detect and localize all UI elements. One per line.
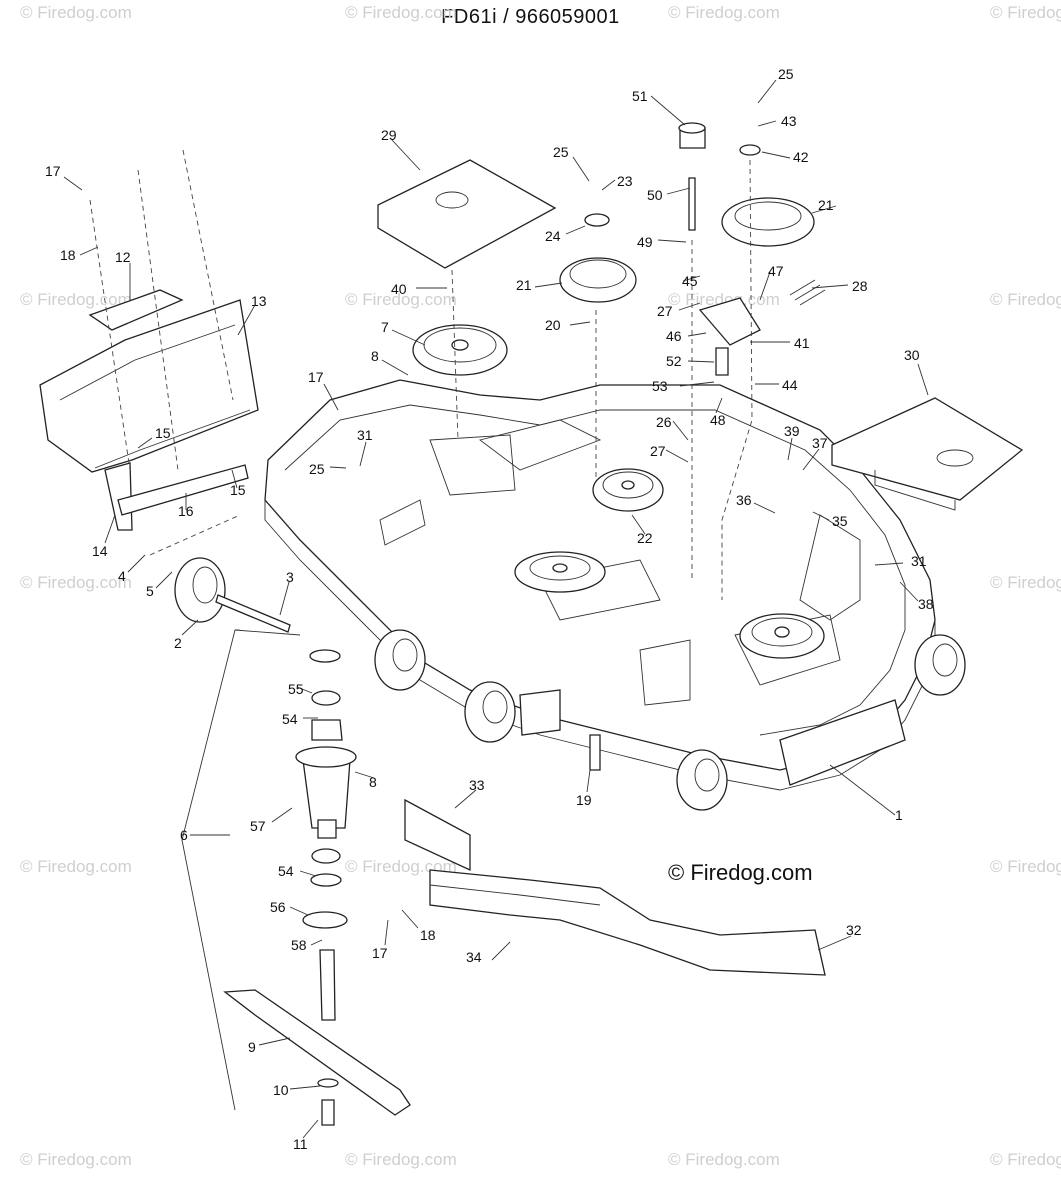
callout-label: 15 — [230, 482, 246, 498]
callout-label: 36 — [736, 492, 752, 508]
watermark: © Firedog.com — [668, 1150, 780, 1169]
watermark: © Firedog.com — [990, 290, 1061, 309]
watermark: © Firedog.com — [345, 1150, 457, 1169]
callout-label: 19 — [576, 792, 592, 808]
callout-label: 49 — [637, 234, 653, 250]
callout-label: 37 — [812, 435, 828, 451]
callout-label: 35 — [832, 513, 848, 529]
callout-label: 41 — [794, 335, 810, 351]
callout-label: 5 — [146, 583, 154, 599]
callout-label: 51 — [632, 88, 648, 104]
callout-label: 4 — [118, 568, 126, 584]
callout-label: 52 — [666, 353, 682, 369]
callout-label: 9 — [248, 1039, 256, 1055]
callout-label: 11 — [293, 1136, 308, 1152]
watermark: © Firedog.com — [668, 3, 780, 22]
callout-label: 13 — [251, 293, 267, 309]
diagram-title: FD61i / 966059001 — [441, 6, 620, 28]
callout-label: 50 — [647, 187, 663, 203]
watermark: © Firedog.com — [345, 857, 457, 876]
callout-label: 18 — [60, 247, 76, 263]
callout-label: 58 — [291, 937, 307, 953]
callout-label: 38 — [918, 596, 934, 612]
callout-label: 10 — [273, 1082, 289, 1098]
callout-label: 2 — [174, 635, 182, 651]
watermark: © Firedog.com — [345, 3, 457, 22]
belt-covers — [377, 159, 1024, 511]
callout-label: 14 — [92, 543, 108, 559]
watermark: © Firedog.com — [990, 573, 1061, 592]
callout-label: 17 — [45, 163, 61, 179]
callout-label: 18 — [420, 927, 436, 943]
callout-label: 25 — [778, 66, 794, 82]
axle-bolt — [215, 594, 291, 633]
callout-label: 30 — [904, 347, 920, 363]
spindle-assembly — [223, 649, 411, 1126]
callout-label: 42 — [793, 149, 809, 165]
callout-label: 26 — [656, 414, 672, 430]
callout-label: 28 — [852, 278, 868, 294]
watermark: © Firedog.com — [20, 1150, 132, 1169]
callout-label: 27 — [657, 303, 673, 319]
callout-label: 55 — [288, 681, 304, 697]
callout-label: 57 — [250, 818, 266, 834]
callout-label: 6 — [180, 827, 188, 843]
watermark: © Firedog.com — [20, 3, 132, 22]
callout-label: 22 — [637, 530, 653, 546]
callout-label: 12 — [115, 249, 131, 265]
deck-pulleys — [412, 324, 825, 659]
callout-labels: 1 2 3 4 5 6 7 8 8 9 10 11 12 13 14 15 15… — [45, 66, 934, 1152]
idler-arm-assembly — [559, 122, 826, 376]
callout-label: 47 — [768, 263, 784, 279]
deck-wheels — [174, 557, 966, 811]
callout-label: 46 — [666, 328, 682, 344]
watermark: © Firedog.com — [990, 857, 1061, 876]
discharge-chute — [39, 289, 259, 531]
callout-label: 17 — [372, 945, 388, 961]
leader-lines — [63, 79, 929, 1139]
callout-label: 1 — [895, 807, 903, 823]
front-baffle — [404, 798, 826, 976]
callout-label: 48 — [710, 412, 726, 428]
callout-label: 8 — [369, 774, 377, 790]
callout-label: 54 — [278, 863, 294, 879]
callout-label: 31 — [357, 427, 373, 443]
callout-label: 16 — [178, 503, 194, 519]
watermark: © Firedog.com — [20, 857, 132, 876]
brand-watermark: © Firedog.com — [668, 860, 813, 885]
callout-label: 23 — [617, 173, 633, 189]
callout-label: 56 — [270, 899, 286, 915]
watermark: © Firedog.com — [990, 3, 1061, 22]
callout-label: 21 — [516, 277, 532, 293]
callout-label: 7 — [381, 319, 389, 335]
assembly-lines — [89, 149, 753, 1111]
callout-label: 34 — [466, 949, 482, 965]
callout-label: 31 — [911, 553, 927, 569]
callout-label: 27 — [650, 443, 666, 459]
callout-label: 54 — [282, 711, 298, 727]
watermark: © Firedog.com — [990, 1150, 1061, 1169]
callout-label: 33 — [469, 777, 485, 793]
callout-label: 17 — [308, 369, 324, 385]
callout-label: 8 — [371, 348, 379, 364]
callout-label: 29 — [381, 127, 397, 143]
callout-label: 25 — [309, 461, 325, 477]
callout-label: 45 — [682, 273, 698, 289]
callout-label: 3 — [286, 569, 294, 585]
callout-label: 39 — [784, 423, 800, 439]
callout-label: 21 — [818, 197, 834, 213]
watermark: © Firedog.com — [345, 290, 457, 309]
callout-label: 44 — [782, 377, 798, 393]
callout-label: 20 — [545, 317, 561, 333]
callout-label: 15 — [155, 425, 171, 441]
callout-label: 53 — [652, 378, 668, 394]
callout-label: 25 — [553, 144, 569, 160]
watermark: © Firedog.com — [20, 573, 132, 592]
callout-label: 32 — [846, 922, 862, 938]
watermark: © Firedog.com — [20, 290, 132, 309]
callout-label: 40 — [391, 281, 407, 297]
callout-label: 43 — [781, 113, 797, 129]
callout-label: 24 — [545, 228, 561, 244]
